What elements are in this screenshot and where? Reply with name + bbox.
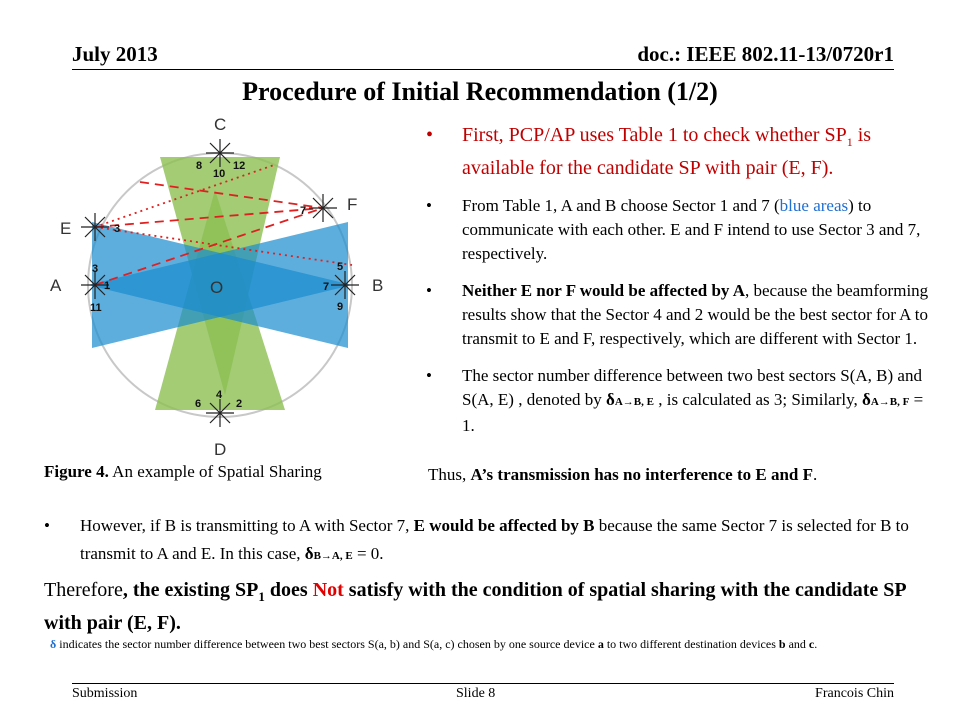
antenna-b-icon — [331, 271, 359, 299]
sector-label: 6 — [195, 398, 201, 410]
header-date: July 2013 — [72, 42, 158, 66]
sector-label: 3 — [114, 223, 120, 235]
node-label-a: A — [50, 276, 62, 295]
bullet-text: because the same Sector 7 is selected fo… — [80, 516, 909, 563]
figure-caption: Figure 4. An example of Spatial Sharing — [44, 462, 322, 482]
bullet-text: , is calculated as 3; Similarly, — [653, 390, 863, 409]
sector-label: 12 — [233, 160, 245, 172]
bullet-icon: • — [426, 281, 432, 300]
sector-label: 9 — [337, 301, 343, 313]
header-rule — [72, 69, 894, 70]
center-label-o: O — [210, 278, 223, 297]
bullet-bold-text: Neither E nor F would be affected by A — [462, 281, 746, 300]
footer-rule — [72, 683, 894, 684]
bullet-text: = 0. — [352, 544, 384, 563]
note-text: . — [814, 637, 818, 651]
bullet-table-check: • First, PCP/AP uses Table 1 to check wh… — [426, 122, 936, 181]
bullet-sector-difference: • The sector number difference between t… — [426, 364, 936, 438]
footer-slide-number: Slide 8 — [456, 686, 496, 701]
bullet-text: However, if B is transmitting to A with … — [80, 516, 414, 535]
bullet-icon: • — [426, 124, 434, 146]
node-label-b: B — [372, 276, 383, 295]
antenna-d-icon — [206, 399, 234, 427]
sector-label: 8 — [196, 160, 202, 172]
thus-text: Thus, — [428, 465, 471, 484]
delta-subscript: B→A, E — [313, 550, 353, 562]
blue-areas-text: blue areas — [779, 196, 849, 215]
thus-bold-text: A’s transmission has no interference to … — [470, 465, 814, 484]
node-label-d: D — [214, 440, 226, 459]
figure-caption-text: An example of Spatial Sharing — [108, 462, 322, 481]
subscript: 1 — [258, 589, 265, 604]
dashed-line-e-f — [94, 207, 324, 228]
node-label-e: E — [60, 219, 71, 238]
therefore-bold-text: does — [264, 579, 313, 601]
delta-symbol: δ — [862, 390, 871, 409]
delta-symbol: δ — [606, 390, 615, 409]
dashed-line-a-f — [94, 207, 324, 286]
figure-caption-number: Figure 4. — [44, 462, 109, 481]
beam-b-sector-7 — [92, 222, 352, 348]
therefore-statement: Therefore, the existing SP1 does Not sat… — [44, 577, 924, 636]
dashed-line-c-f — [139, 181, 324, 209]
sector-label: 1 — [104, 280, 110, 292]
note-var: c — [808, 637, 815, 651]
delta-subscript: A→B, F — [870, 396, 910, 408]
bullet-icon: • — [426, 366, 432, 385]
sector-label: 2 — [236, 398, 242, 410]
therefore-bold-text: , the existing SP — [122, 579, 259, 601]
note-text: to two different destination devices — [603, 637, 779, 651]
thus-text: . — [813, 465, 818, 484]
therefore-bold-text: satisfy with the condition of spatial sh… — [44, 579, 906, 634]
footer-author: Francois Chin — [815, 686, 894, 701]
slide-title: Procedure of Initial Recommendation (1/2… — [242, 77, 718, 106]
bullet-bold-text: E would be affected by B — [413, 516, 595, 535]
sector-label: 7 — [300, 205, 306, 217]
therefore-text: Therefore — [44, 579, 123, 601]
bullet-sector-choice: • From Table 1, A and B choose Sector 1 … — [426, 194, 936, 266]
dotted-line-e-b — [94, 226, 353, 266]
footer-submission: Submission — [72, 686, 138, 701]
bullet-text: ) to communicate with each other. E and … — [462, 196, 921, 263]
antenna-e-icon — [81, 213, 109, 241]
note-text: and — [785, 637, 809, 651]
dotted-line-e-c — [94, 164, 275, 228]
node-label-f: F — [347, 195, 357, 214]
header-doc-id: doc.: IEEE 802.11-13/0720r1 — [637, 42, 894, 66]
sector-label: 4 — [216, 389, 223, 401]
sector-label: 10 — [213, 168, 225, 180]
bullet-text: First, PCP/AP uses Table 1 to check whet… — [462, 124, 847, 146]
antenna-a-icon — [81, 271, 109, 299]
bullet-text: , because the beamforming results show t… — [462, 281, 929, 348]
bullet-text: is available for the candidate SP with p… — [462, 124, 872, 179]
note-text: indicates the sector number difference b… — [56, 637, 598, 651]
not-emphasis: Not — [312, 579, 344, 601]
bullet-not-affected: • Neither E nor F would be affected by A… — [426, 279, 936, 351]
sector-label: 7 — [323, 281, 329, 293]
sector-label: 11 — [90, 302, 102, 314]
antenna-f-icon — [309, 194, 337, 222]
bullet-text: = 1. — [462, 390, 924, 435]
bullet-list: • First, PCP/AP uses Table 1 to check wh… — [426, 122, 936, 438]
spatial-sharing-figure: C D A B E F O 8 10 12 7 3 3 1 11 5 7 9 4… — [50, 115, 383, 459]
note-var: b — [778, 637, 786, 651]
note-var: a — [597, 637, 604, 651]
sector-label: 5 — [337, 261, 343, 273]
node-label-c: C — [214, 115, 226, 134]
delta-subscript: A→B, E — [614, 396, 654, 408]
subscript: 1 — [846, 135, 853, 149]
bullet-text: The sector number difference between two… — [462, 366, 922, 409]
thus-statement: Thus, A’s transmission has no interferen… — [428, 465, 817, 485]
sector-label: 3 — [92, 263, 98, 275]
bullet-b-affects-e: • However, if B is transmitting to A wit… — [44, 512, 924, 570]
bullet-icon: • — [44, 516, 50, 535]
delta-symbol: δ — [50, 637, 57, 651]
antenna-c-icon — [206, 139, 234, 167]
delta-definition-note: δ indicates the sector number difference… — [50, 634, 930, 654]
bullet-icon: • — [426, 196, 432, 215]
bullet-text: From Table 1, A and B choose Sector 1 an… — [462, 196, 780, 215]
delta-symbol: δ — [304, 544, 314, 563]
